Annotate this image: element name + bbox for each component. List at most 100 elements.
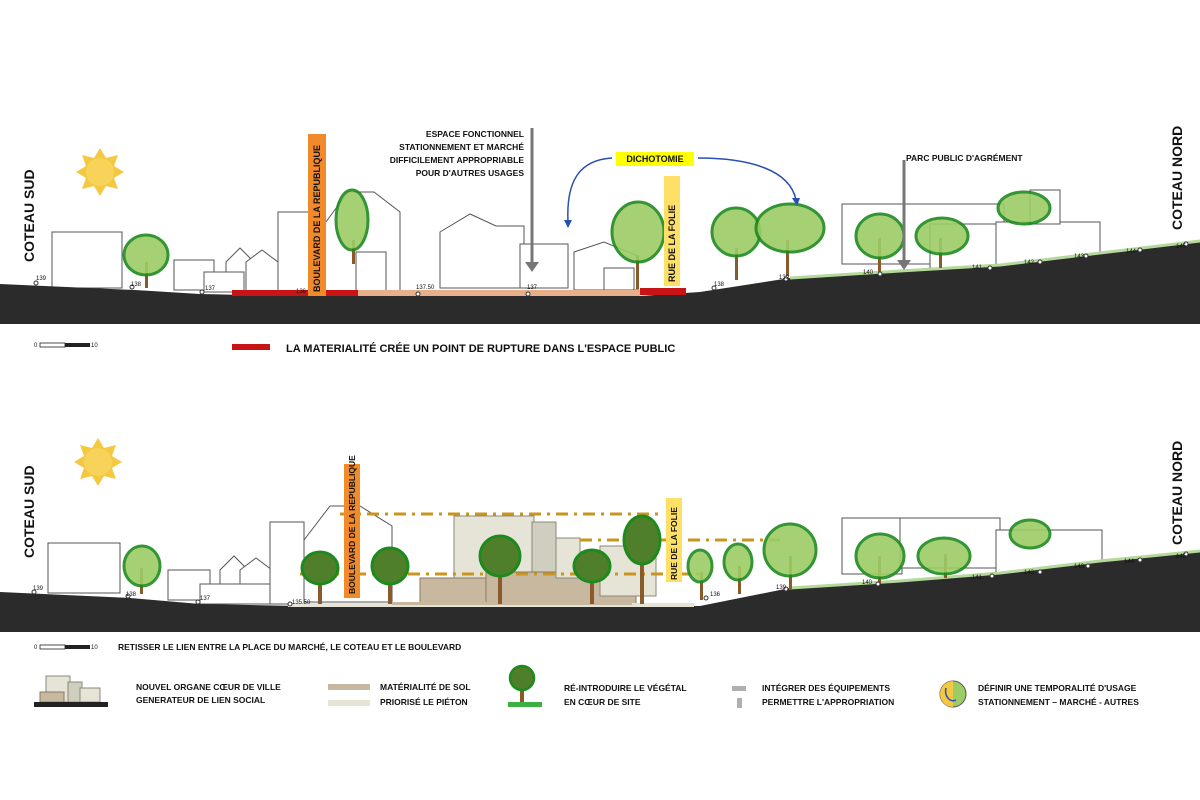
svg-text:142: 142 xyxy=(1024,260,1035,266)
rue-folie-label-bottom: RUE DE LA FOLIE xyxy=(669,507,679,580)
bottom-caption: RETISSER LE LIEN ENTRE LA PLACE DU MARCH… xyxy=(118,642,461,652)
svg-text:142: 142 xyxy=(1024,570,1035,576)
dichotomie-arrow-left xyxy=(567,157,613,223)
svg-text:DÉFINIR UNE TEMPORALITÉ D'USAG: DÉFINIR UNE TEMPORALITÉ D'USAGE xyxy=(978,683,1137,693)
svg-text:EN CŒUR DE SITE: EN CŒUR DE SITE xyxy=(564,697,641,707)
espace-arrow-head xyxy=(525,262,539,272)
svg-text:141: 141 xyxy=(972,265,983,271)
svg-text:145: 145 xyxy=(1176,244,1187,250)
tree-icon xyxy=(370,546,410,604)
tree-icon xyxy=(334,188,370,264)
tree-icon xyxy=(686,548,714,600)
svg-text:137: 137 xyxy=(205,286,216,292)
dichotomie-badge xyxy=(616,152,694,166)
svg-text:PERMETTRE L'APPROPRIATION: PERMETTRE L'APPROPRIATION xyxy=(762,697,894,707)
sun-icon xyxy=(74,438,122,486)
rue-folie-label-top: RUE DE LA FOLIE xyxy=(667,205,677,282)
svg-text:138: 138 xyxy=(126,592,137,598)
tree-icon xyxy=(996,190,1052,226)
ground-bottom xyxy=(0,552,1200,632)
svg-text:135.50: 135.50 xyxy=(292,600,311,606)
rupture-strip-right xyxy=(640,288,686,295)
svg-text:STATIONNEMENT ET MARCHÉ: STATIONNEMENT ET MARCHÉ xyxy=(399,142,524,152)
svg-text:MATÉRIALITÉ DE SOL: MATÉRIALITÉ DE SOL xyxy=(380,682,471,692)
equipment-legend-icon xyxy=(732,686,746,691)
boulevard-label-top: BOULEVARD DE LA REPUBLIQUE xyxy=(312,145,322,292)
svg-text:139: 139 xyxy=(36,276,47,282)
tree-icon xyxy=(1008,518,1052,550)
svg-text:143: 143 xyxy=(1074,254,1085,260)
tree-icon xyxy=(854,532,906,584)
svg-text:0: 0 xyxy=(34,645,38,651)
scale-bar-bottom: 0 10 xyxy=(34,644,98,651)
dichotomie-arrow-right xyxy=(697,157,797,201)
level-markers-top: 139 138 137 136 137.50 137 138 139 140 1… xyxy=(33,241,1189,297)
rue-folie-bar-bottom xyxy=(666,498,682,582)
rupture-legend-text: LA MATERIALITÉ CRÉE UN POINT DE RUPTURE … xyxy=(286,342,675,355)
new-organ-building xyxy=(419,515,657,605)
legend: NOUVEL ORGANE CŒUR DE VILLE GENERATEUR D… xyxy=(34,664,1139,708)
bottom-section: 139 138 137 135.50 136 139 140 141 142 1… xyxy=(0,438,1200,652)
svg-text:POUR D'AUTRES USAGES: POUR D'AUTRES USAGES xyxy=(416,168,525,178)
espace-fonctionnel-label: ESPACE FONCTIONNEL STATIONNEMENT ET MARC… xyxy=(390,129,525,178)
boulevard-label-bar-bottom xyxy=(344,464,360,598)
svg-text:144: 144 xyxy=(1124,559,1135,565)
svg-text:143: 143 xyxy=(1074,564,1085,570)
tree-icon xyxy=(710,206,762,280)
coteau-sud-label-top: COTEAU SUD xyxy=(21,169,37,262)
boulevard-label-bar-top xyxy=(308,134,326,296)
svg-text:139: 139 xyxy=(779,275,790,281)
trees-top xyxy=(122,188,1052,289)
new-organ-legend-icon xyxy=(34,675,108,707)
svg-text:10: 10 xyxy=(91,645,98,651)
svg-text:137.50: 137.50 xyxy=(416,285,435,291)
svg-text:10: 10 xyxy=(91,343,98,349)
tree-icon xyxy=(754,202,826,276)
svg-text:137: 137 xyxy=(200,596,211,602)
tree-icon xyxy=(478,534,522,604)
tree-icon xyxy=(622,514,662,604)
svg-text:139: 139 xyxy=(33,586,44,592)
tree-icon xyxy=(122,544,162,594)
svg-text:INTÉGRER DES ÉQUIPEMENTS: INTÉGRER DES ÉQUIPEMENTS xyxy=(762,683,890,693)
coteau-nord-label-bottom: COTEAU NORD xyxy=(1169,441,1185,545)
svg-text:145: 145 xyxy=(1176,554,1187,560)
svg-text:138: 138 xyxy=(714,282,725,288)
svg-text:DIFFICILEMENT APPROPRIABLE: DIFFICILEMENT APPROPRIABLE xyxy=(390,155,525,165)
tree-icon xyxy=(122,233,170,288)
svg-text:RÉ-INTRODUIRE LE VÉGÉTAL: RÉ-INTRODUIRE LE VÉGÉTAL xyxy=(564,683,687,693)
tree-icon xyxy=(762,522,818,590)
svg-text:140: 140 xyxy=(862,580,873,586)
svg-text:144: 144 xyxy=(1126,249,1137,255)
svg-text:138: 138 xyxy=(131,282,142,288)
boulevard-label-bottom: BOULEVARD DE LA REPUBLIQUE xyxy=(347,455,357,594)
trees-bottom xyxy=(122,514,1052,604)
grass-line-bottom xyxy=(789,549,1200,590)
tree-icon xyxy=(916,536,972,578)
svg-text:141: 141 xyxy=(972,575,983,581)
tree-icon xyxy=(300,550,340,604)
svg-text:140: 140 xyxy=(863,270,874,276)
svg-text:136: 136 xyxy=(710,592,721,598)
svg-text:ESPACE FONCTIONNEL: ESPACE FONCTIONNEL xyxy=(426,129,524,139)
sun-icon xyxy=(76,148,124,196)
top-section: 139 138 137 136 137.50 137 138 139 140 1… xyxy=(0,126,1200,355)
level-markers-bottom: 139 138 137 135.50 136 139 140 141 142 1… xyxy=(31,551,1189,607)
dichotomie-label: DICHOTOMIE xyxy=(626,154,683,164)
parc-label: PARC PUBLIC D'AGRÉMENT xyxy=(906,153,1023,163)
grass-line-top xyxy=(789,239,1200,280)
sol-legend-swatch-2 xyxy=(328,700,370,706)
svg-text:GENERATEUR DE LIEN SOCIAL: GENERATEUR DE LIEN SOCIAL xyxy=(136,695,265,705)
coteau-nord-label-top: COTEAU NORD xyxy=(1169,126,1185,230)
scale-bar-top: 0 10 xyxy=(34,342,98,349)
rupture-legend-swatch xyxy=(232,344,270,350)
svg-text:STATIONNEMENT – MARCHÉ - AUTRE: STATIONNEMENT – MARCHÉ - AUTRES xyxy=(978,697,1139,707)
sol-legend-swatch-1 xyxy=(328,684,370,690)
tree-icon xyxy=(722,542,754,594)
svg-text:0: 0 xyxy=(34,343,38,349)
temporality-legend-icon xyxy=(939,680,967,708)
tree-legend-icon xyxy=(508,664,542,707)
tree-icon xyxy=(914,216,970,268)
rue-folie-bar-top xyxy=(664,176,680,286)
